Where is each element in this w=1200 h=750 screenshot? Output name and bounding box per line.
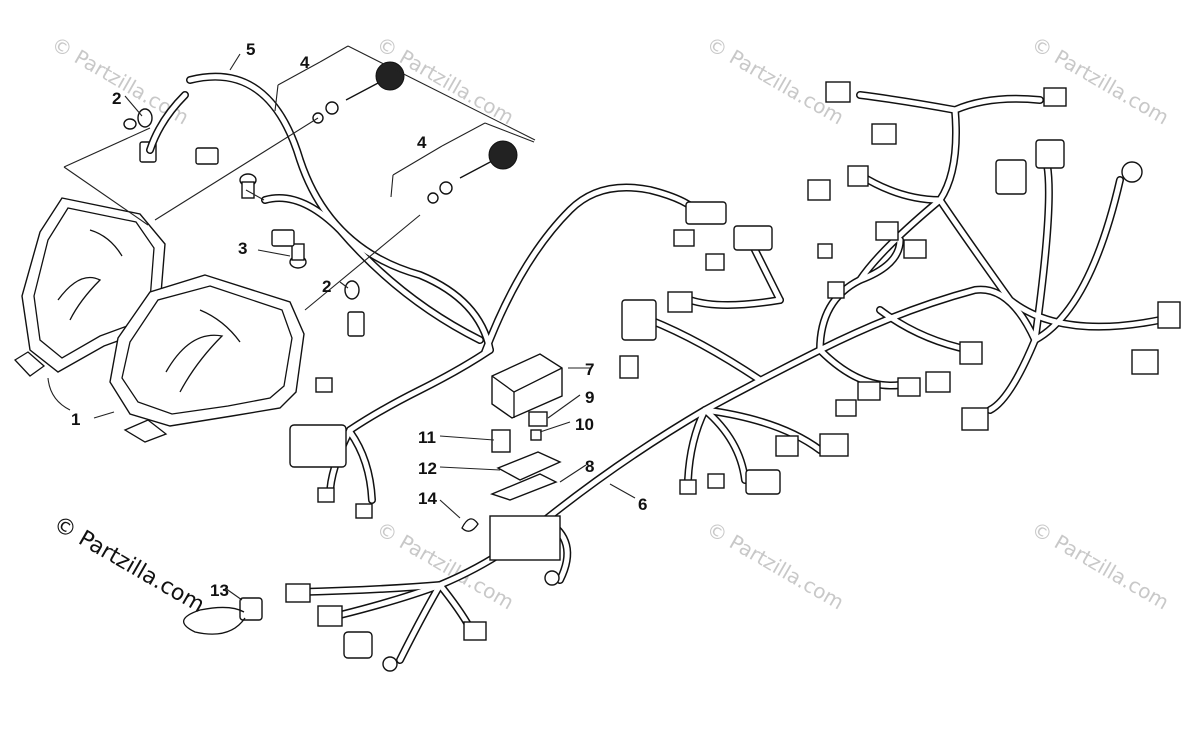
bulb-socket-upper <box>123 108 157 163</box>
aim-adjuster-lower <box>427 140 518 204</box>
connector <box>807 179 831 201</box>
connector <box>315 377 333 393</box>
fuse-label <box>490 451 562 501</box>
connector <box>619 355 639 379</box>
connectors <box>195 81 1181 672</box>
callout-3: 3 <box>238 239 247 258</box>
watermark: © Partzilla.com <box>1028 32 1174 130</box>
connector <box>1043 87 1067 107</box>
connector <box>775 435 799 457</box>
connector <box>1131 349 1159 375</box>
watermark: © Partzilla.com <box>703 517 849 615</box>
callout-4: 4 <box>417 133 427 152</box>
callout-12: 12 <box>418 459 437 478</box>
callout-11: 11 <box>418 428 436 447</box>
aim-adjuster-upper <box>312 61 405 124</box>
connector <box>317 605 343 627</box>
connector <box>1157 301 1181 329</box>
callout-13: 13 <box>210 581 229 600</box>
callout-10: 10 <box>575 415 594 434</box>
headlight-right <box>109 274 305 443</box>
callout-7: 7 <box>585 360 594 379</box>
connector <box>847 165 869 187</box>
connector <box>959 341 983 365</box>
callout-2: 2 <box>322 277 331 296</box>
connector <box>679 479 697 495</box>
connector <box>667 291 693 313</box>
connector <box>705 253 725 271</box>
connector <box>544 570 560 586</box>
leader-lines <box>47 45 636 601</box>
connector <box>819 433 849 457</box>
callout-1: 1 <box>71 410 80 429</box>
connector <box>961 407 989 431</box>
connector <box>995 159 1027 195</box>
callout-4: 4 <box>300 53 310 72</box>
connector <box>871 123 897 145</box>
connector <box>317 487 335 503</box>
connector <box>707 473 725 489</box>
callout-labels: 1 2 2 3 4 4 5 6 7 8 8 9 10 11 12 13 14 <box>71 40 647 600</box>
watermark-logo-text: © Partzilla.com <box>49 512 209 619</box>
callout-2: 2 <box>112 89 121 108</box>
connector <box>827 281 845 299</box>
connector <box>825 81 851 103</box>
connector <box>897 377 921 397</box>
connector <box>685 201 727 225</box>
connector <box>817 243 833 259</box>
connector <box>903 239 927 259</box>
connector <box>925 371 951 393</box>
connector <box>271 229 295 247</box>
jumper-loop <box>183 597 263 635</box>
connector <box>857 381 881 401</box>
watermark: © Partzilla.com <box>703 32 849 130</box>
connector <box>875 221 899 241</box>
callout-5: 5 <box>246 40 255 59</box>
connector <box>621 299 657 341</box>
callout-8: 8 <box>585 457 594 476</box>
watermark: © Partzilla.com <box>1028 517 1174 615</box>
bulb-3 <box>239 173 307 269</box>
connector <box>195 147 219 165</box>
wire-harness-inner <box>147 74 1163 663</box>
connector <box>285 583 311 603</box>
callout-14: 14 <box>418 489 437 508</box>
connector <box>673 229 695 247</box>
connector <box>1121 161 1143 183</box>
connector <box>733 225 773 251</box>
wire-tie-clip <box>461 518 479 532</box>
bulb-socket-lower <box>344 280 365 337</box>
connector <box>745 469 781 495</box>
relay-small <box>491 411 548 453</box>
connector <box>835 399 857 417</box>
connector <box>355 503 373 519</box>
callout-9: 9 <box>585 388 594 407</box>
connector <box>343 631 373 659</box>
connector <box>1035 139 1065 169</box>
connector <box>289 424 347 468</box>
relay-box <box>491 353 563 419</box>
connector <box>489 515 561 561</box>
callout-6: 6 <box>638 495 647 514</box>
connector <box>382 656 398 672</box>
connector <box>463 621 487 641</box>
